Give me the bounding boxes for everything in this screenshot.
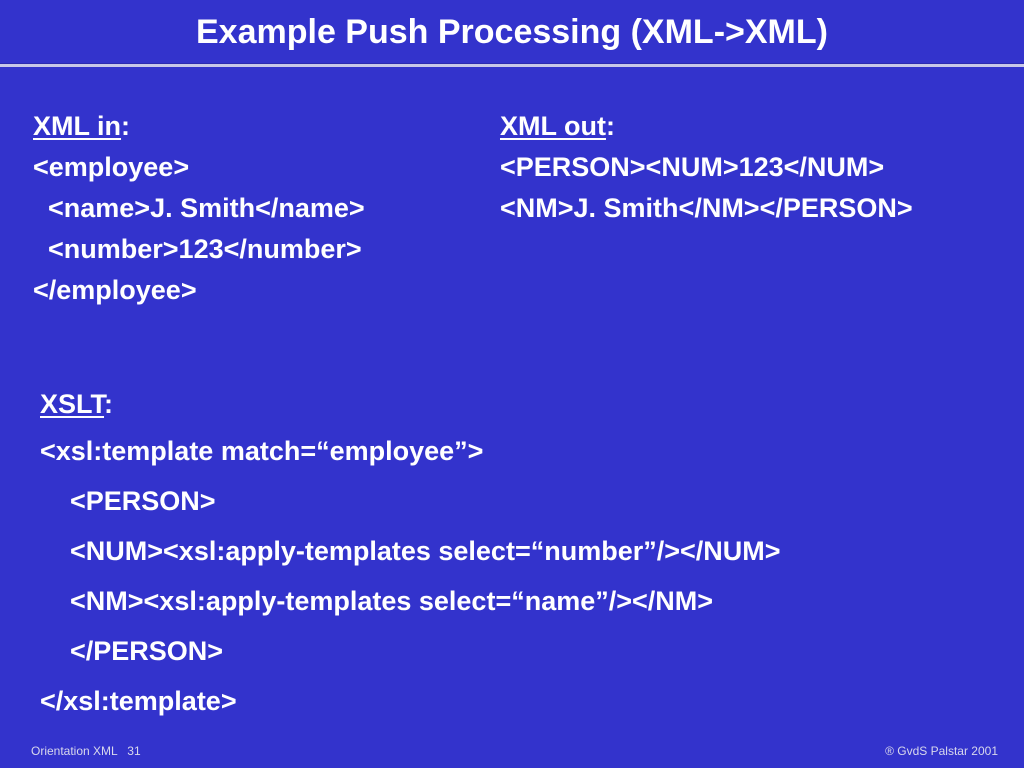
xml-in-heading-label: XML in — [33, 111, 122, 141]
footer-copyright: ® GvdS Palstar 2001 — [885, 744, 998, 758]
title-divider-shadow — [0, 63, 1024, 64]
title-divider-line — [0, 64, 1024, 67]
xml-in-column: XML in: <employee> <name>J. Smith</name>… — [33, 106, 503, 311]
xslt-heading-colon: : — [104, 389, 114, 419]
xml-out-line: <NM>J. Smith</NM></PERSON> — [500, 193, 913, 223]
xml-in-line: </employee> — [33, 275, 197, 305]
xslt-line: </xsl:template> — [40, 686, 237, 716]
xslt-section: XSLT: <xsl:template match=“employee”> <P… — [40, 382, 1024, 726]
xml-in-line: <employee> — [33, 152, 190, 182]
page-title: Example Push Processing (XML->XML) — [196, 12, 828, 51]
xslt-heading: XSLT: — [40, 382, 1024, 426]
xslt-line: <PERSON> — [40, 486, 216, 516]
footer-slide-number: Orientation XML 31 — [31, 744, 141, 758]
xslt-line: <NUM><xsl:apply-templates select=“number… — [40, 536, 781, 566]
xslt-line: <NM><xsl:apply-templates select=“name”/>… — [40, 586, 714, 616]
xml-in-line: <name>J. Smith</name> — [33, 193, 365, 223]
xml-out-heading-label: XML out — [500, 111, 606, 141]
slide-footer: Orientation XML 31 ® GvdS Palstar 2001 — [0, 736, 1024, 768]
xml-in-heading: XML in: — [33, 106, 503, 147]
xml-out-heading: XML out: — [500, 106, 1024, 147]
xml-in-line: <number>123</number> — [33, 234, 362, 264]
title-divider — [0, 63, 1024, 67]
xml-in-heading-colon: : — [121, 111, 131, 141]
xslt-line: <xsl:template match=“employee”> — [40, 436, 484, 466]
xslt-line: </PERSON> — [40, 636, 224, 666]
xml-out-column: XML out: <PERSON><NUM>123</NUM> <NM>J. S… — [500, 106, 1024, 229]
xml-out-heading-colon: : — [605, 111, 615, 141]
title-bar: Example Push Processing (XML->XML) — [0, 0, 1024, 63]
xslt-heading-label: XSLT — [40, 389, 105, 419]
xml-out-line: <PERSON><NUM>123</NUM> — [500, 152, 885, 182]
